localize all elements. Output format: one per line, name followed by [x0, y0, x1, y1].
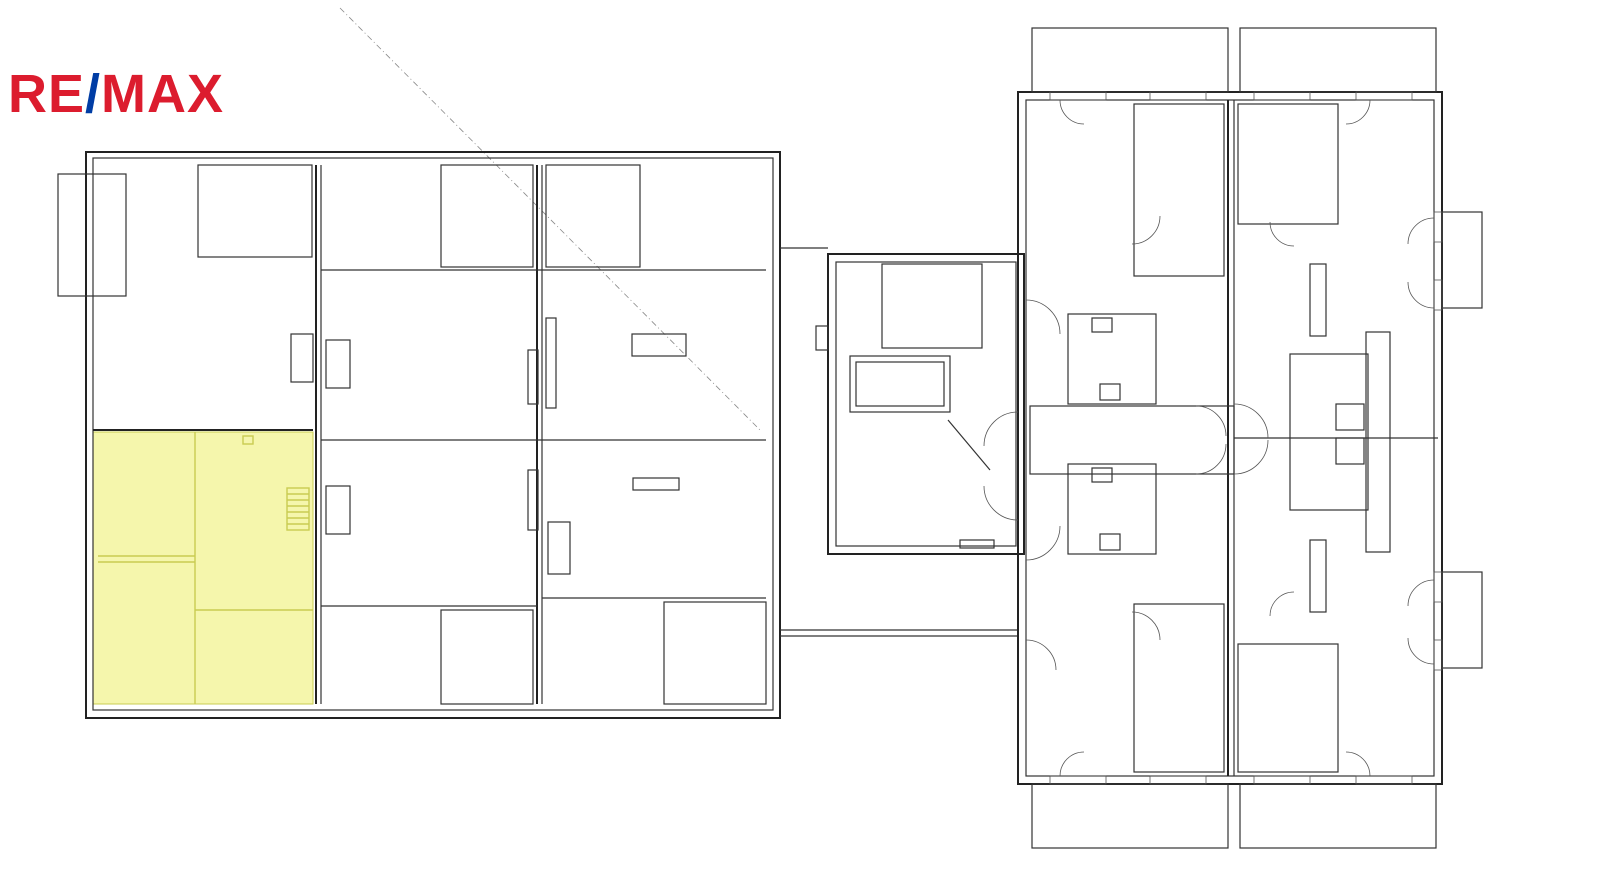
highlighted-unit[interactable]	[92, 431, 314, 705]
bathroom-upper-left	[1067, 313, 1157, 405]
stairs-left-4	[631, 333, 687, 357]
logo-text-re: RE	[8, 64, 85, 120]
door-swings	[983, 99, 1435, 777]
bathroom-lower-left	[1067, 463, 1157, 555]
connector	[780, 247, 1018, 637]
diagonal-dash-line	[339, 7, 761, 431]
right-building	[1017, 27, 1483, 849]
stairs-left-3	[547, 521, 571, 575]
stairs-left-2	[325, 485, 351, 535]
logo-text-slash: /	[85, 64, 101, 120]
stair-core	[815, 253, 1025, 555]
vent-slot	[632, 477, 680, 491]
stairs-left-1	[290, 333, 351, 389]
highlighted-stairs	[286, 487, 310, 531]
logo-text-max: MAX	[101, 64, 224, 120]
bathroom-center	[1289, 353, 1369, 511]
windows	[1049, 91, 1443, 785]
remax-logo: RE/MAX	[8, 62, 258, 124]
left-building	[57, 151, 781, 719]
svg-text:RE/MAX: RE/MAX	[8, 64, 224, 120]
